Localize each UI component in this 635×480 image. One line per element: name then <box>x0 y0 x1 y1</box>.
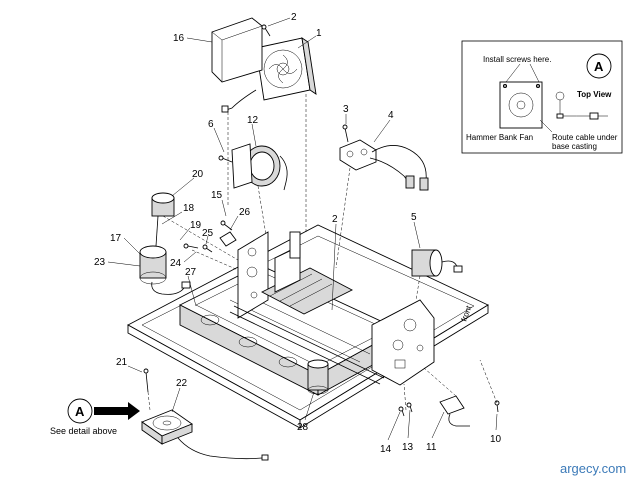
callout-numbers: 16 2 1 6 12 3 4 5 2 20 15 18 26 19 25 17… <box>94 12 502 455</box>
motor-28 <box>307 359 329 395</box>
install-screws-label: Install screws here. <box>483 55 551 64</box>
route-cable-label-2: base casting <box>552 142 597 151</box>
detail-a-badge-letter: A <box>75 404 85 419</box>
callout-20: 20 <box>192 169 204 180</box>
screw-6 <box>218 155 233 163</box>
inset-fan-outline <box>499 81 543 129</box>
left-side-plate <box>237 231 269 319</box>
callout-28: 28 <box>297 422 309 433</box>
detail-a-badge-inset <box>586 53 612 79</box>
callout-25: 25 <box>202 228 214 239</box>
callout-1: 1 <box>316 28 322 39</box>
callout-4: 4 <box>388 110 394 121</box>
hammer-bank-fan-label: Hammer Bank Fan <box>466 133 533 142</box>
callout-5: 5 <box>411 212 417 223</box>
assembly-guide-lines <box>147 94 498 411</box>
callout-27: 27 <box>185 267 197 278</box>
callout-23: 23 <box>94 257 106 268</box>
screw-19-25-26 <box>183 220 237 253</box>
screw-13-14 <box>398 402 413 417</box>
detail-a-badge <box>67 398 93 424</box>
motor-17 <box>139 245 191 295</box>
screw-2-top <box>261 24 271 37</box>
top-view-label: Top View <box>577 90 612 99</box>
screw-21 <box>143 368 149 393</box>
callout-24: 24 <box>170 258 182 269</box>
callout-12: 12 <box>247 115 259 126</box>
callout-15: 15 <box>211 190 223 201</box>
see-detail-label: See detail above <box>50 426 117 436</box>
callout-13: 13 <box>402 442 414 453</box>
motor-5 <box>411 249 463 277</box>
callout-14: 14 <box>380 444 392 455</box>
callout-10: 10 <box>490 434 502 445</box>
leader-lines <box>107 17 498 441</box>
right-side-plate <box>371 299 435 386</box>
callout-17: 17 <box>110 233 122 244</box>
callout-2-mid: 2 <box>332 214 338 225</box>
callout-6: 6 <box>208 119 214 130</box>
detail-a-badge-inset-letter: A <box>594 59 604 74</box>
cooling-fan-22 <box>141 409 269 461</box>
shaft-18 <box>155 215 159 247</box>
motor-12 <box>231 143 288 191</box>
route-cable-label-1: Route cable under <box>552 133 618 142</box>
platen-shaft <box>229 305 385 385</box>
sensor-assembly-4 <box>339 139 429 191</box>
callout-16: 16 <box>173 33 185 44</box>
callout-21: 21 <box>116 357 128 368</box>
center-mechanism <box>261 231 353 315</box>
callout-19: 19 <box>190 220 202 231</box>
callout-11: 11 <box>426 442 437 453</box>
gear-20 <box>151 192 175 217</box>
detail-a-inset: A Install screws here. Top View Hammer B… <box>461 40 623 154</box>
see-detail-callout: A See detail above <box>50 398 140 436</box>
callout-2-top: 2 <box>291 12 297 23</box>
fan-guard-16 <box>211 17 263 83</box>
callout-26: 26 <box>239 207 251 218</box>
screw-3 <box>342 124 349 143</box>
hammer-bank-fan-1 <box>221 37 317 113</box>
callout-18: 18 <box>183 203 195 214</box>
callout-3: 3 <box>343 104 349 115</box>
bracket-11 <box>439 395 470 427</box>
callout-22: 22 <box>176 378 188 389</box>
watermark: argecy.com <box>560 461 626 476</box>
